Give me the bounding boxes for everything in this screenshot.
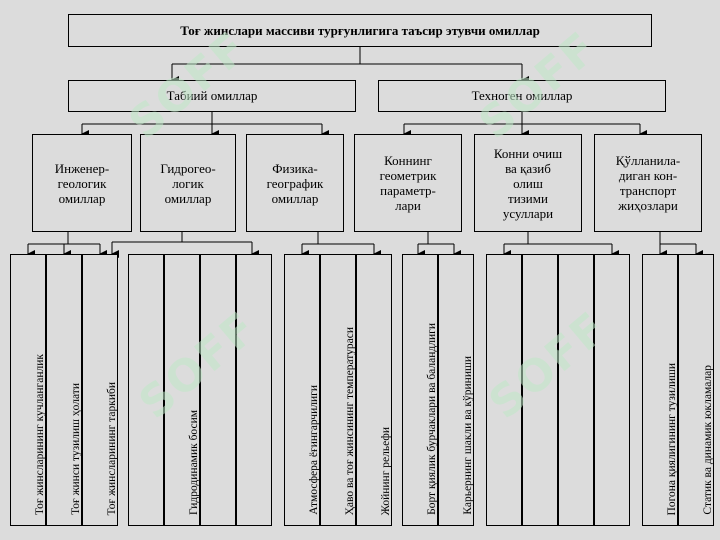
factor-label: Погона қиялигининг тузилиши bbox=[666, 362, 678, 515]
factor-label: Карьернинг шакли ва кўриниши bbox=[462, 356, 474, 515]
factor-column: Тоғ жинси тузилиш ҳолати bbox=[46, 254, 82, 526]
sub-hydrogeological: Гидрогео- логик омиллар bbox=[140, 134, 236, 232]
factor-column: Гидродинамик босим bbox=[164, 254, 200, 526]
sub-mining-system: Конни очиш ва қазиб олиш тизими усуллари bbox=[474, 134, 582, 232]
sub-transport-equipment: Қўлланила- диган кон- транспорт жиҳозлар… bbox=[594, 134, 702, 232]
factor-column bbox=[594, 254, 630, 526]
factor-column: Борт қиялик бурчаклари ва баландлиги bbox=[402, 254, 438, 526]
factor-column bbox=[558, 254, 594, 526]
factor-label: Тоғ жинсларининг таркиби bbox=[106, 381, 118, 515]
factor-column bbox=[200, 254, 236, 526]
factor-column: Тоғ жинсларининг кучланганлик bbox=[10, 254, 46, 526]
factor-label: Атмосфера ёғингарчилиги bbox=[308, 385, 320, 515]
category-natural: Табиий омиллар bbox=[68, 80, 356, 112]
factor-column bbox=[486, 254, 522, 526]
factor-label: Тоғ жинси тузилиш ҳолати bbox=[70, 383, 82, 515]
factor-label: Жойнинг рельефи bbox=[380, 426, 392, 515]
diagram-title: Тоғ жинслари массиви турғунлигига таъсир… bbox=[68, 14, 652, 47]
factor-column: Погона қиялигининг тузилиши bbox=[642, 254, 678, 526]
factor-column bbox=[522, 254, 558, 526]
factor-column: Атмосфера ёғингарчилиги bbox=[284, 254, 320, 526]
sub-engineering-geological: Инженер- геологик омиллар bbox=[32, 134, 132, 232]
factor-label: Гидродинамик босим bbox=[188, 410, 200, 515]
factor-label: Ҳаво ва тоғ жинсининг температураси bbox=[344, 326, 356, 515]
factor-label: Статик ва динамик юкламалар bbox=[702, 365, 714, 515]
category-technogenic: Техноген омиллар bbox=[378, 80, 666, 112]
factor-column bbox=[128, 254, 164, 526]
factor-column: Тоғ жинсларининг таркиби bbox=[82, 254, 118, 526]
factor-column: Статик ва динамик юкламалар bbox=[678, 254, 714, 526]
factor-label: Тоғ жинсларининг кучланганлик bbox=[34, 353, 46, 515]
sub-physical-geographic: Физика- географик омиллар bbox=[246, 134, 344, 232]
factor-column bbox=[236, 254, 272, 526]
sub-pit-geometry: Коннинг геометрик параметр- лари bbox=[354, 134, 462, 232]
factor-label: Борт қиялик бурчаклари ва баландлиги bbox=[426, 323, 438, 515]
factor-column: Ҳаво ва тоғ жинсининг температураси bbox=[320, 254, 356, 526]
factor-column: Карьернинг шакли ва кўриниши bbox=[438, 254, 474, 526]
factor-column: Жойнинг рельефи bbox=[356, 254, 392, 526]
